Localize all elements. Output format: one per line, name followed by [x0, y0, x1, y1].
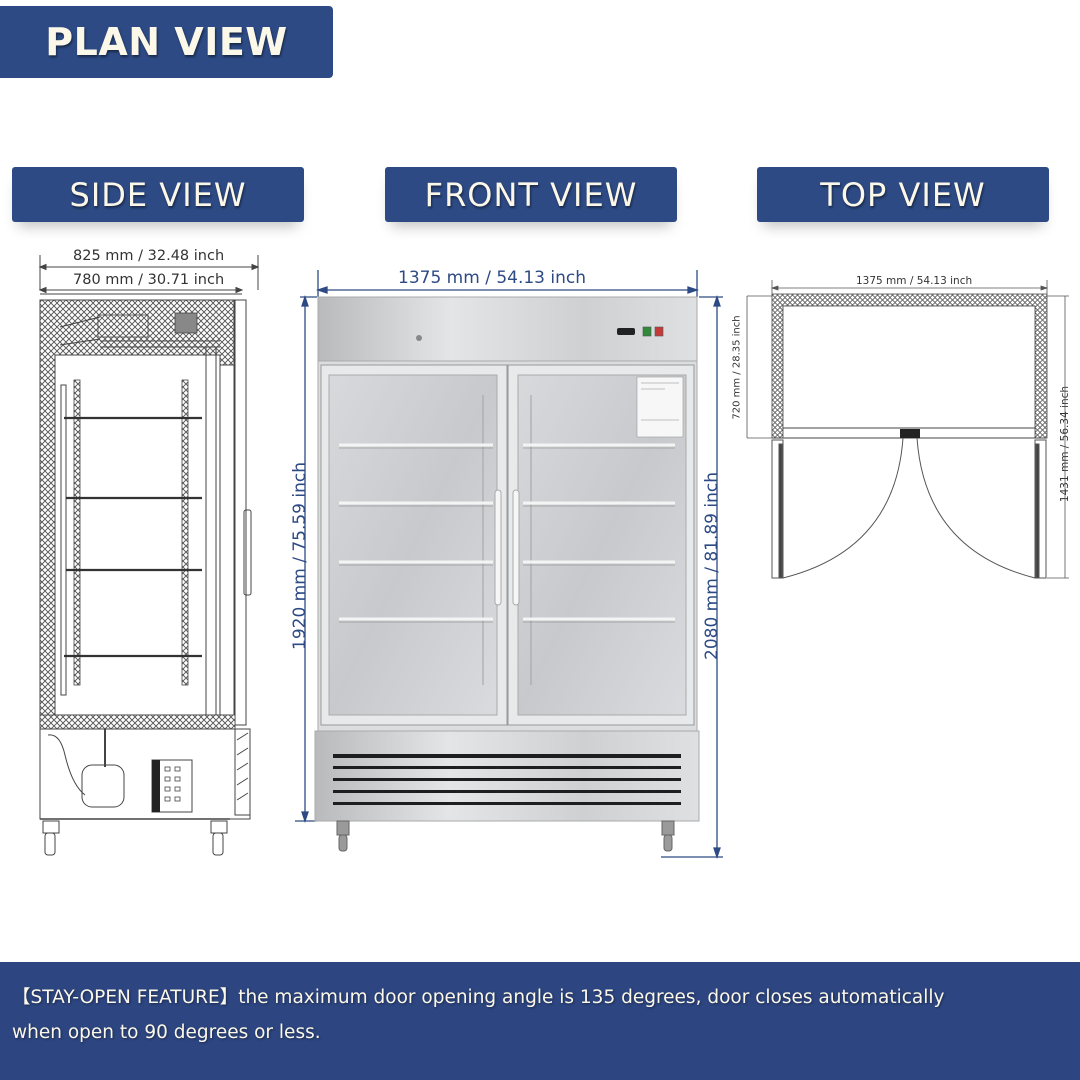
feature-tag: 【STAY-OPEN FEATURE】	[12, 987, 239, 1008]
top-view-label: TOP VIEW	[757, 167, 1049, 222]
front-view-drawing	[295, 270, 723, 860]
stay-open-feature-note: 【STAY-OPEN FEATURE】the maximum door open…	[0, 962, 1080, 1080]
footer-line-2: when open to 90 degrees or less.	[12, 1022, 321, 1043]
side-inner-depth-dimension: 780 mm / 30.71 inch	[73, 272, 225, 288]
front-width-dimension: 1375 mm / 54.13 inch	[398, 268, 587, 288]
feature-description: the maximum door opening angle is 135 de…	[238, 987, 945, 1008]
top-outer-width-dimension: 1375 mm / 54.13 inch	[856, 275, 973, 287]
side-view-drawing	[38, 255, 260, 856]
top-view-drawing	[746, 280, 1069, 579]
plan-view-title: PLAN VIEW	[0, 6, 333, 78]
front-view-label: FRONT VIEW	[385, 167, 677, 222]
side-outer-depth-dimension: 825 mm / 32.48 inch	[73, 248, 225, 264]
side-view-label: SIDE VIEW	[12, 167, 304, 222]
footer-line-1: 【STAY-OPEN FEATURE】the maximum door open…	[12, 980, 1068, 1015]
